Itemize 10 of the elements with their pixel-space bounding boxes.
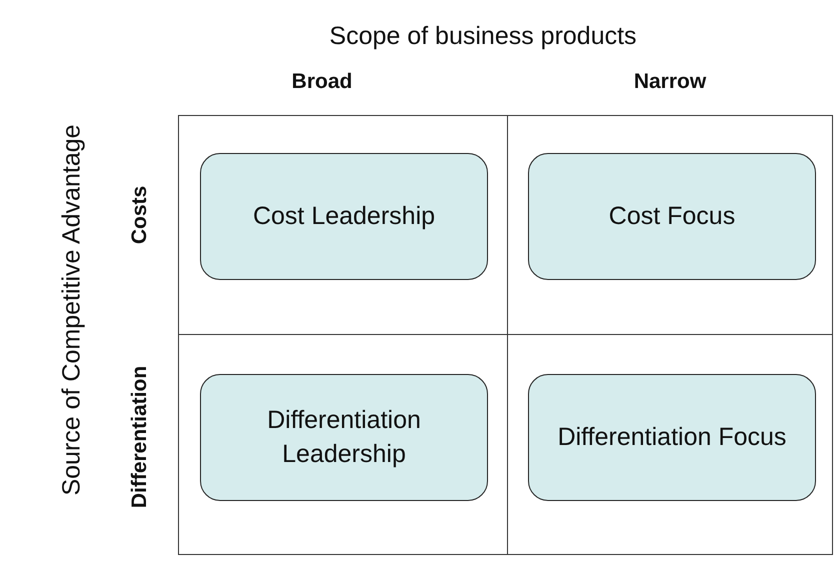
strategy-box: Differentiation Focus (528, 374, 816, 501)
row-header: Differentiation (128, 366, 152, 508)
column-header: Narrow (632, 70, 708, 94)
column-header: Broad (290, 70, 354, 94)
strategy-box: Differentiation Leadership (200, 374, 488, 501)
axis-title: Scope of business products (328, 22, 638, 51)
row-header: Costs (128, 186, 152, 244)
axis-title: Source of Competitive Advantage (58, 124, 86, 496)
strategy-box: Cost Leadership (200, 153, 488, 280)
strategy-box: Cost Focus (528, 153, 816, 280)
